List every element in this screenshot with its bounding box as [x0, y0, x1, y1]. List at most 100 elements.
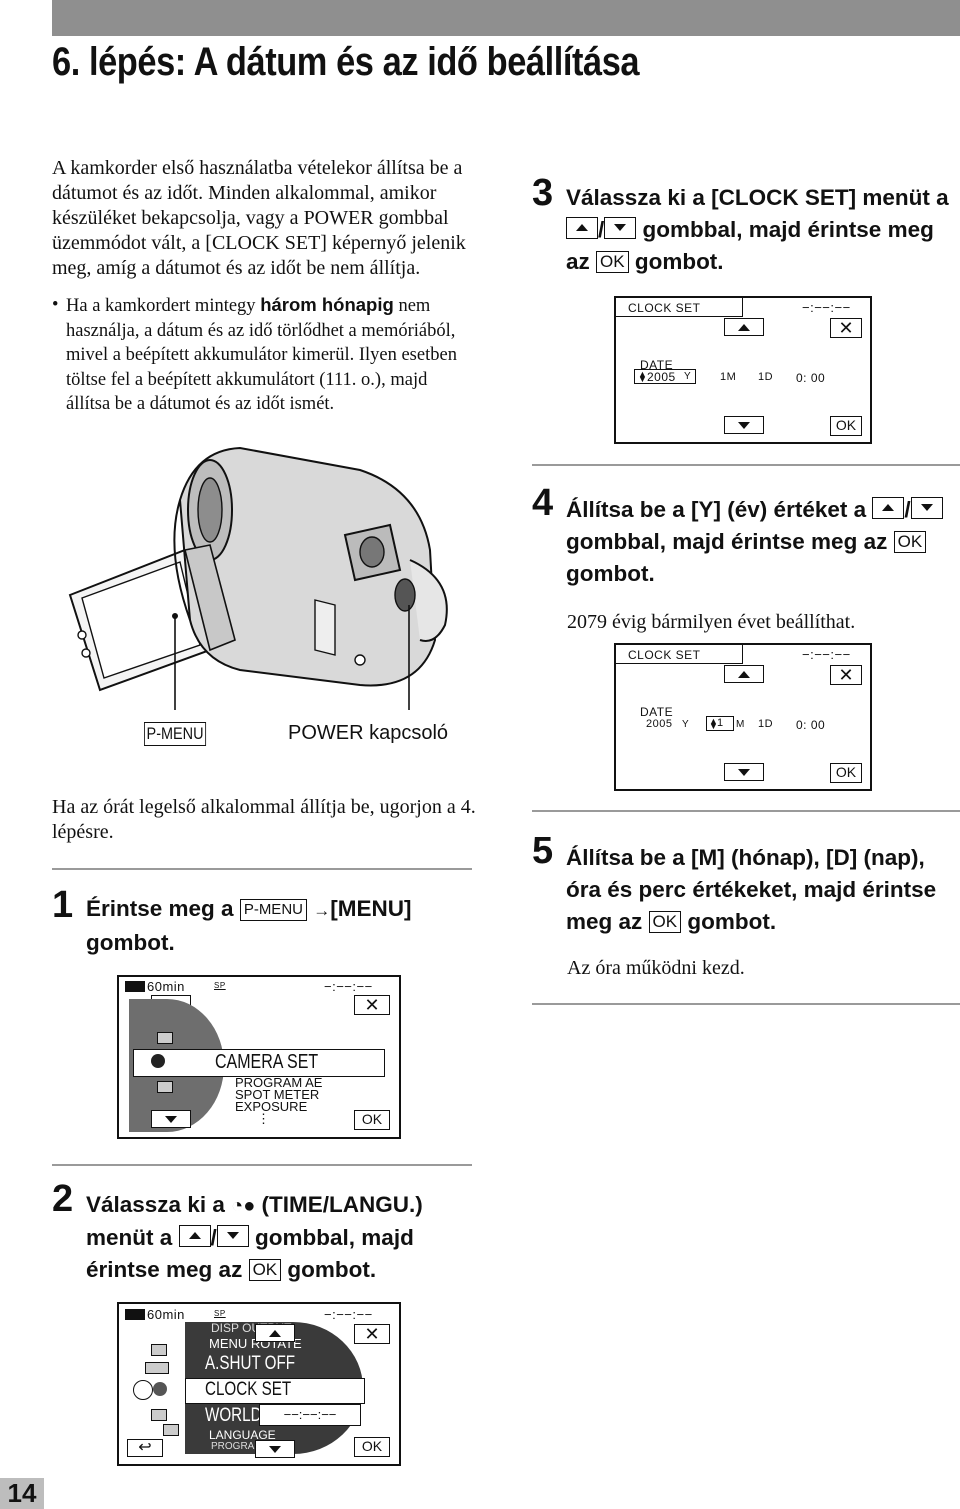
submenu-item: EXPOSURE [235, 1099, 308, 1114]
step4-clock-screen: CLOCK SET −:−−:−− ✕ DATE 2005 Y 1 ▲▼ M 1… [614, 643, 872, 791]
screen-header-tab [616, 645, 743, 664]
step5-ok-button-icon: OK [648, 911, 682, 933]
time-langu-icon: ◔● [231, 1195, 256, 1217]
close-button[interactable]: ✕ [354, 1324, 390, 1344]
spin-arrows-icon: ▲▼ [709, 716, 718, 731]
page-title: 6. lépés: A dátum és az idő beállítása [52, 40, 640, 84]
up-arrow-icon [872, 497, 905, 519]
step4-subtext: 2079 évig bármilyen évet beállíthat. [567, 611, 856, 633]
step2-end: gombot. [281, 1257, 377, 1282]
step3-end: gombot. [628, 249, 724, 274]
scroll-down-button[interactable] [151, 1110, 191, 1128]
clock-value[interactable]: 0: 00 [796, 371, 826, 385]
step4-divider [532, 464, 960, 466]
scroll-down-button[interactable] [255, 1440, 295, 1458]
month-unit: M [736, 719, 745, 730]
scroll-up-button[interactable] [724, 318, 764, 336]
step1-pmenu-button: P-MENU [239, 899, 307, 921]
down-arrow-icon [604, 217, 637, 239]
menu-icon-2 [145, 1362, 169, 1374]
clock-set-header: CLOCK SET [628, 648, 701, 662]
power-switch-label: POWER kapcsoló [288, 722, 449, 744]
ok-button[interactable]: OK [830, 416, 862, 436]
bullet: • [52, 295, 59, 315]
menu-icon-3 [151, 1409, 167, 1421]
step4-end: gombot. [566, 561, 655, 586]
note-text-1: Ha a kamkordert mintegy [66, 296, 261, 316]
page-number: 14 [0, 1478, 44, 1509]
menu-item-language[interactable]: LANGUAGE [209, 1428, 276, 1442]
battery-remaining: 60min [147, 1307, 185, 1322]
arrow-icon: → [313, 901, 331, 920]
pmenu-label: P-MENU [144, 722, 207, 746]
down-arrow-icon [216, 1225, 249, 1247]
year-value: 2005 [647, 370, 676, 384]
menu-item-a-shut-off[interactable]: A.SHUT OFF [205, 1353, 296, 1374]
menu-item-clock-set[interactable]: CLOCK SET [205, 1379, 292, 1400]
step4-text: Állítsa be a [Y] (év) értéket a / gombba… [566, 494, 958, 590]
screen-time: −:−−:−− [324, 1307, 373, 1322]
month-value: 1 [717, 717, 724, 729]
ok-button[interactable]: OK [354, 1110, 390, 1130]
menu-item-program-ae: PROGRAM AE [211, 1441, 279, 1452]
sp-indicator: SP [214, 1309, 226, 1318]
step5-bottom-divider [532, 1003, 960, 1005]
battery-remaining: 60min [147, 979, 185, 994]
step3-number: 3 [532, 172, 554, 214]
year-unit: Y [684, 371, 692, 382]
step3-mid: gombbal, majd érintse meg az [566, 217, 934, 274]
menu-icon [151, 1344, 167, 1356]
step3-clock-screen: CLOCK SET −:−−:−− ✕ DATE 2005 ▲▼ Y 1M 1D… [614, 296, 872, 444]
camera-set-label: CAMERA SET [215, 1051, 319, 1073]
step5-text: Állítsa be a [M] (hónap), [D] (nap), óra… [566, 842, 958, 938]
step5-end: gombot. [681, 909, 777, 934]
sp-indicator: SP [214, 981, 226, 990]
date-label: DATE [640, 705, 674, 719]
up-arrow-icon [178, 1225, 211, 1247]
step3-text: Válassza ki a [CLOCK SET] menüt a / gomb… [566, 185, 949, 274]
step1-post: [MENU] gombot. [86, 896, 412, 955]
camcorder-illustration [60, 440, 470, 710]
intro-paragraph: A kamkorder első használatba vételekor á… [52, 157, 466, 279]
battery-icon [125, 1309, 145, 1320]
up-arrow-icon [566, 217, 598, 239]
month-value[interactable]: 1M [720, 371, 737, 383]
step5-number: 5 [532, 830, 554, 872]
scroll-up-button[interactable] [724, 665, 764, 683]
day-value[interactable]: 1D [758, 718, 774, 730]
step5-subtext: Az óra működni kezd. [567, 957, 745, 979]
step2-post: (TIME/LANGU.) menüt a [86, 1192, 423, 1250]
step4-number: 4 [532, 482, 554, 524]
selected-menu-row[interactable] [185, 1378, 365, 1404]
clock-set-header: CLOCK SET [628, 301, 701, 315]
scroll-up-button[interactable] [255, 1324, 295, 1342]
clock-popup: −−:−−:−− [259, 1404, 361, 1426]
month-field[interactable]: 1 [706, 716, 734, 731]
step2-ok-button-icon: OK [248, 1259, 282, 1281]
close-button[interactable]: ✕ [830, 665, 862, 685]
step3-pre: Válassza ki a [CLOCK SET] menüt a [566, 185, 949, 210]
step3-ok-button-icon: OK [596, 251, 629, 273]
step5-pre: Állítsa be a [M] (hónap), [D] (nap), óra… [566, 845, 937, 934]
menu-icon [157, 1032, 173, 1044]
clock-value[interactable]: 0: 00 [796, 718, 826, 732]
ok-button[interactable]: OK [354, 1437, 390, 1457]
close-button[interactable]: ✕ [354, 995, 390, 1015]
year-unit: Y [682, 719, 690, 730]
note-bold: három hónapig [260, 294, 394, 315]
ok-button[interactable]: OK [830, 763, 862, 783]
date-label: DATE [640, 358, 674, 372]
step4-mid: gombbal, majd érintse meg az [566, 529, 894, 554]
day-value[interactable]: 1D [758, 371, 774, 383]
step2-menu-screen: 60min SP −:−−:−− DISP OUTPUT MENU ROTATE… [117, 1302, 401, 1466]
step1-divider [52, 868, 472, 870]
year-field[interactable]: 2005 [634, 369, 696, 384]
scroll-down-button[interactable] [724, 763, 764, 781]
scroll-down-button[interactable] [724, 416, 764, 434]
year-value[interactable]: 2005 [646, 718, 673, 730]
screen-header-tab [616, 298, 743, 317]
back-button[interactable]: ↩ [127, 1439, 163, 1457]
selected-menu-row[interactable] [133, 1049, 385, 1077]
close-button[interactable]: ✕ [830, 318, 862, 338]
step4-ok-button-icon: OK [893, 531, 927, 553]
